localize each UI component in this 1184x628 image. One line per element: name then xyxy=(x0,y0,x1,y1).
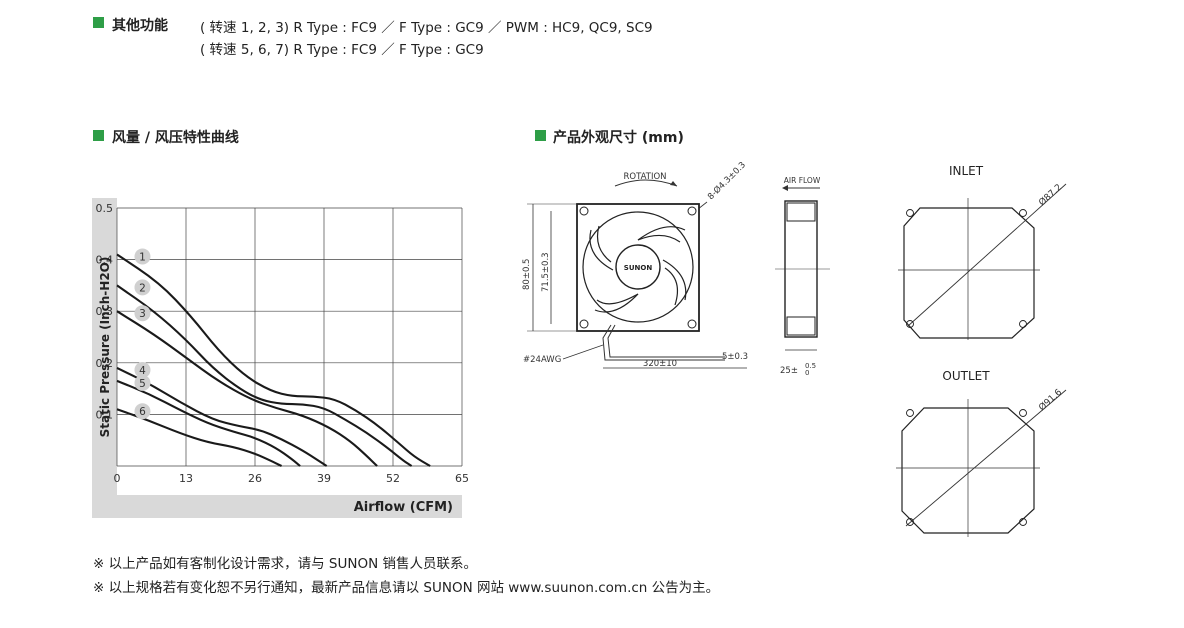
series-badge xyxy=(134,248,151,265)
series-labels: 1 2 3 45 6 xyxy=(134,248,151,420)
note-customization: ※ 以上产品如有客制化设计需求，请与 SUNON 销售人员联系。 xyxy=(93,556,477,572)
fan-wire xyxy=(602,324,725,361)
height-80: 80±0.5 xyxy=(522,259,532,290)
side-flange xyxy=(786,316,816,336)
outlet-label: OUTLET xyxy=(942,369,990,383)
y-tick-label: 0.5 xyxy=(96,202,114,215)
fan-logo: SUNON xyxy=(624,264,653,272)
series-label: 1 xyxy=(139,251,146,263)
series-badge xyxy=(134,374,151,391)
series-line-5 xyxy=(116,379,301,467)
rotation-label: ROTATION xyxy=(623,172,666,182)
x-tick-label: 52 xyxy=(386,472,400,485)
outlet-view: OUTLET Ø91.6 xyxy=(896,369,1067,537)
series-line-2 xyxy=(116,284,413,467)
functions-line-1: ( 转速 1, 2, 3) R Type : FC9 ／ F Type : GC… xyxy=(200,20,653,36)
x-tick-label: 0 xyxy=(114,472,121,485)
y-tick-label: 0.2 xyxy=(96,357,114,370)
mount-holes xyxy=(906,209,1027,328)
series-line-1 xyxy=(116,253,431,467)
rotation-arrowhead xyxy=(670,181,677,186)
x-tick-label: 13 xyxy=(179,472,193,485)
mount-holes xyxy=(906,409,1027,526)
diameter-line xyxy=(905,389,1067,527)
x-axis-label: Airflow (CFM) xyxy=(354,500,453,515)
airflow-label: AIR FLOW xyxy=(784,176,821,185)
series-label: 3 xyxy=(139,308,146,320)
plot-area xyxy=(117,198,462,495)
series-line-3 xyxy=(116,310,378,467)
airflow-arrowhead xyxy=(782,185,788,191)
thickness-tol-upper: 0.5 xyxy=(805,362,816,370)
series-label: 2 xyxy=(139,282,146,294)
series-label: 6 xyxy=(139,406,146,418)
fan-hub xyxy=(615,244,661,290)
x-tick-label: 39 xyxy=(317,472,331,485)
inlet-view: INLET Ø87.2 xyxy=(898,164,1067,340)
series-badge xyxy=(134,279,151,296)
functions-title: 其他功能 xyxy=(112,18,168,34)
y-tick-label: 0.4 xyxy=(96,254,114,267)
chart-grid xyxy=(116,207,463,467)
x-tick-label: 26 xyxy=(248,472,262,485)
section-marker xyxy=(93,130,104,141)
wire-gauge: #24AWG xyxy=(523,355,561,365)
mount-holes xyxy=(579,206,697,329)
wire-leader xyxy=(562,344,604,360)
side-flange xyxy=(786,202,816,222)
y-axis-label: Static Pressure (Inch-H2O) xyxy=(98,257,112,438)
hole-callout: 8-Ø4.3±0.3 xyxy=(705,160,748,202)
inlet-label: INLET xyxy=(949,164,984,178)
y-tick-label: 0.1 xyxy=(96,408,114,421)
curve-section-title: 风量 / 风压特性曲线 xyxy=(112,130,239,146)
series-label: 5 xyxy=(139,378,146,390)
section-marker xyxy=(535,130,546,141)
outlet-diameter: Ø91.6 xyxy=(1037,387,1065,414)
dims-section-title: 产品外观尺寸 (mm) xyxy=(553,130,684,146)
section-marker xyxy=(93,17,104,28)
note-specification: ※ 以上规格若有变化恕不另行通知，最新产品信息请以 SUNON 网站 www.s… xyxy=(93,580,720,596)
y-tick-labels: 0.1 0.2 0.3 0.4 0.5 xyxy=(96,202,114,421)
fan-front-view: ROTATION 8-Ø4.3±0.3 SUNON 80±0.5 71.5±0.… xyxy=(522,160,748,369)
y-tick-label: 0.3 xyxy=(96,305,114,318)
x-tick-label: 65 xyxy=(455,472,469,485)
fan-side-view: AIR FLOW 25± 0.5 0 xyxy=(775,176,830,375)
series-label: 4 xyxy=(139,365,146,377)
series-badge xyxy=(134,361,151,378)
wire-length: 320±10 xyxy=(643,359,677,369)
diameter-line xyxy=(907,183,1067,327)
outlet-outline xyxy=(901,407,1035,534)
inlet-outline xyxy=(903,207,1035,339)
pq-curve-chart: 1 2 3 45 6 0 13 26 39 52 65 0.1 0.2 0.3 0.4 0.5 Airfl… xyxy=(92,198,470,518)
fan-blades xyxy=(589,225,687,313)
height-71-5: 71.5±0.3 xyxy=(541,252,551,292)
inlet-diameter: Ø87.2 xyxy=(1037,182,1065,208)
functions-line-2: ( 转速 5, 6, 7) R Type : FC9 ／ F Type : GC… xyxy=(200,42,484,58)
series-badge xyxy=(134,305,151,322)
series-badge xyxy=(134,403,151,420)
fan-wire xyxy=(607,324,725,358)
wire-strip: 5±0.3 xyxy=(722,352,748,362)
thickness-25: 25± xyxy=(780,366,798,375)
thickness-tol-lower: 0 xyxy=(805,369,809,375)
x-tick-labels: 0 13 26 39 52 65 xyxy=(114,472,470,485)
